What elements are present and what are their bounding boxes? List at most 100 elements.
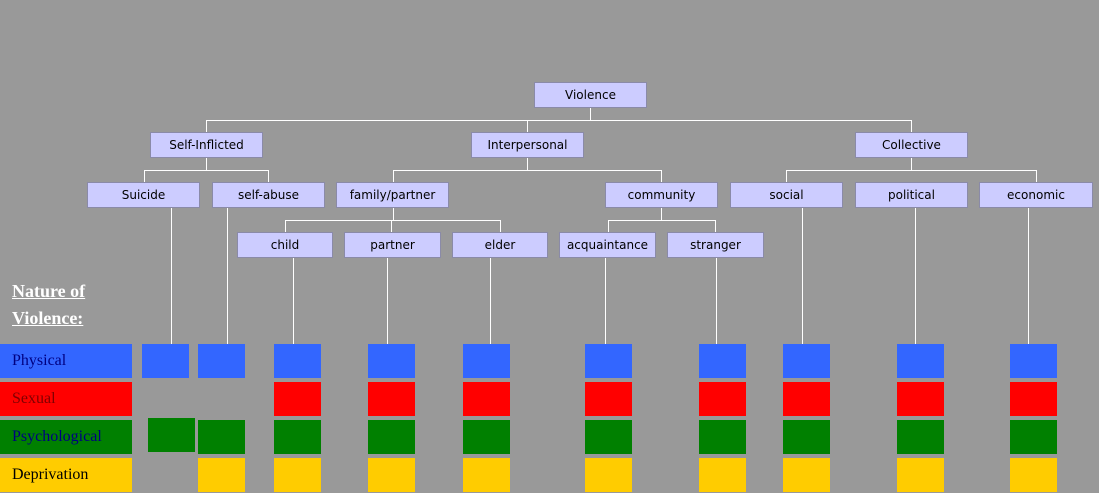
connector [285,220,501,221]
node-social: social [730,182,843,208]
node-economic: economic [979,182,1093,208]
connector [393,170,394,182]
square-deprivation-social [783,458,830,492]
square-deprivation-political [897,458,944,492]
square-deprivation-elder [463,458,510,492]
square-physical-suicide [142,344,189,378]
connector [393,170,662,171]
legend-physical: Physical [0,344,132,378]
connector [590,108,591,120]
node-acquaintance: acquaintance [559,232,656,258]
square-psychological-political [897,420,944,454]
node-violence: Violence [534,82,647,108]
square-physical-self-abuse [198,344,245,378]
square-sexual-elder [463,382,510,416]
legend-label-deprivation: Deprivation [12,466,89,483]
legend-psychological: Psychological [0,420,132,454]
connector [527,120,528,132]
connector [915,208,916,344]
node-family-partner: family/partner [336,182,449,208]
connector [715,220,716,232]
square-deprivation-economic [1010,458,1057,492]
square-psychological-economic [1010,420,1057,454]
node-partner: partner [344,232,441,258]
connector [716,258,717,344]
node-collective: Collective [855,132,968,158]
connector [786,170,787,182]
connector [391,220,392,232]
square-sexual-partner [368,382,415,416]
connector [911,158,912,170]
square-sexual-acquaintance [585,382,632,416]
connector [268,170,269,182]
connector [500,220,501,232]
legend-label-sexual: Sexual [12,390,56,407]
legend-label-psychological: Psychological [12,428,102,445]
connector [911,120,912,132]
square-psychological-self-abuse [198,420,245,454]
connector [608,220,609,232]
connector [206,120,912,121]
square-physical-partner [368,344,415,378]
node-stranger: stranger [667,232,764,258]
square-physical-stranger [699,344,746,378]
connector [206,120,207,132]
connector [1036,170,1037,182]
connector [285,220,286,232]
square-physical-economic [1010,344,1057,378]
square-sexual-stranger [699,382,746,416]
square-deprivation-partner [368,458,415,492]
square-psychological-stranger [699,420,746,454]
connector [227,208,228,344]
connector [206,158,207,170]
legend-sexual: Sexual [0,382,132,416]
node-self-inflicted: Self-Inflicted [150,132,263,158]
square-sexual-economic [1010,382,1057,416]
square-physical-social [783,344,830,378]
square-psychological-child [274,420,321,454]
heading-line-2: Violence: [12,308,84,328]
square-psychological-suicide [148,418,195,452]
connector [786,170,1037,171]
connector [605,258,606,344]
square-physical-child [274,344,321,378]
connector [608,220,716,221]
legend-deprivation: Deprivation [0,458,132,492]
node-self-abuse: self-abuse [212,182,325,208]
square-psychological-social [783,420,830,454]
square-deprivation-stranger [699,458,746,492]
square-physical-elder [463,344,510,378]
legend-label-physical: Physical [12,352,67,369]
connector [293,258,294,344]
node-elder: elder [452,232,548,258]
square-sexual-political [897,382,944,416]
connector [1028,208,1029,344]
heading-line-1: Nature of [12,281,86,301]
node-community: community [605,182,718,208]
connector [527,158,528,170]
connector [802,208,803,344]
connector [171,208,172,344]
square-psychological-partner [368,420,415,454]
node-child: child [237,232,333,258]
square-psychological-acquaintance [585,420,632,454]
node-interpersonal: Interpersonal [471,132,584,158]
nature-of-violence-heading: Nature of Violence: [12,278,85,332]
square-sexual-child [274,382,321,416]
square-deprivation-self-abuse [198,458,245,492]
connector [144,170,269,171]
connector [387,258,388,344]
connector [393,208,394,220]
square-deprivation-child [274,458,321,492]
connector [144,170,145,182]
square-psychological-elder [463,420,510,454]
connector [661,208,662,220]
connector [661,170,662,182]
node-political: political [855,182,968,208]
square-physical-political [897,344,944,378]
square-deprivation-acquaintance [585,458,632,492]
connector [490,258,491,344]
node-suicide: Suicide [87,182,200,208]
square-sexual-social [783,382,830,416]
